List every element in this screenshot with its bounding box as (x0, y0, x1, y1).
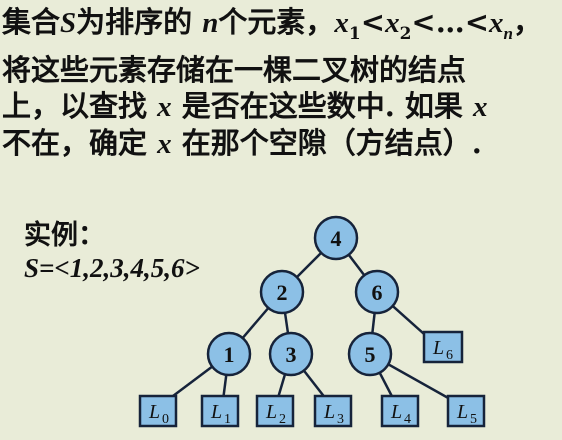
subscript: 1 (348, 23, 361, 44)
text-span: 集合 (2, 5, 61, 39)
var-x: x (157, 127, 172, 160)
leaf-letter: L (323, 401, 335, 423)
tree-leaf-L4: L 4 (380, 394, 420, 428)
node-label: 4 (331, 226, 342, 251)
tree-node-6: 6 (354, 269, 400, 315)
node-label: 5 (365, 342, 376, 367)
text-line-1: 集合S为排序的 n个元素，x1<x2<…<xn， (2, 4, 560, 52)
tree-leaf-L6: L 6 (422, 330, 464, 364)
text-line-4: 不在，确定 x 在那个空隙（方结点）. (2, 125, 560, 162)
var-x: x (334, 7, 349, 39)
description-text: 集合S为排序的 n个元素，x1<x2<…<xn， 将这些元素存储在一棵二叉树的结… (2, 4, 560, 162)
var-x: x (473, 90, 488, 123)
leaf-letter: L (456, 401, 468, 423)
text-span: 不在，确定 (2, 125, 158, 160)
example-block: 实例： S=<1,2,3,4,5,6> (24, 220, 200, 284)
node-label: 1 (224, 342, 235, 367)
example-title: 实例： (24, 220, 105, 251)
leaf-letter: L (210, 401, 222, 423)
leaf-subscript: 6 (446, 348, 453, 363)
leaf-letter: L (148, 401, 160, 423)
text-span: 个元素， (218, 5, 335, 39)
text-span: 是否在这些数中. 如果 (171, 88, 473, 123)
tree-leaf-L5: L 5 (446, 394, 486, 428)
text-span: 为排序的 (76, 5, 203, 39)
leaf-subscript: 1 (224, 412, 231, 427)
text-line-3: 上，以查找 x 是否在这些数中. 如果 x (2, 88, 560, 125)
subscript: n (503, 23, 513, 43)
tree-node-5: 5 (347, 331, 393, 377)
var-n: n (202, 7, 219, 39)
node-label: 6 (372, 280, 383, 305)
tree-leaf-L2: L 2 (255, 394, 295, 428)
text-span: < (360, 5, 386, 39)
leaf-letter: L (432, 337, 444, 359)
var-S: S (60, 7, 77, 39)
tree-node-1: 1 (206, 331, 252, 377)
leaf-subscript: 5 (470, 412, 477, 427)
text-span: <…< (411, 5, 490, 39)
example-set: S=<1,2,3,4,5,6> (24, 253, 200, 283)
node-label: 2 (277, 280, 288, 305)
leaf-subscript: 3 (337, 412, 344, 427)
subscript: 2 (399, 23, 412, 44)
var-x: x (385, 7, 400, 39)
text-span: 上，以查找 (2, 88, 158, 123)
leaf-letter: L (265, 401, 277, 423)
text-line-2: 将这些元素存储在一棵二叉树的结点 (2, 52, 467, 87)
leaf-letter: L (390, 401, 402, 423)
tree-leaf-L1: L 1 (200, 394, 240, 428)
text-span: 在那个空隙（方结点）. (171, 125, 482, 160)
leaf-subscript: 0 (162, 412, 169, 427)
leaf-subscript: 2 (279, 412, 286, 427)
text-span: ， (513, 5, 543, 39)
tree-leaf-L0: L 0 (138, 394, 178, 428)
tree-node-3: 3 (268, 331, 314, 377)
leaf-subscript: 4 (404, 412, 411, 427)
tree-leaf-L3: L 3 (313, 394, 353, 428)
var-x: x (489, 7, 504, 39)
node-label: 3 (286, 342, 297, 367)
tree-node-4: 4 (313, 215, 359, 261)
tree-node-2: 2 (259, 269, 305, 315)
var-x: x (157, 90, 172, 123)
